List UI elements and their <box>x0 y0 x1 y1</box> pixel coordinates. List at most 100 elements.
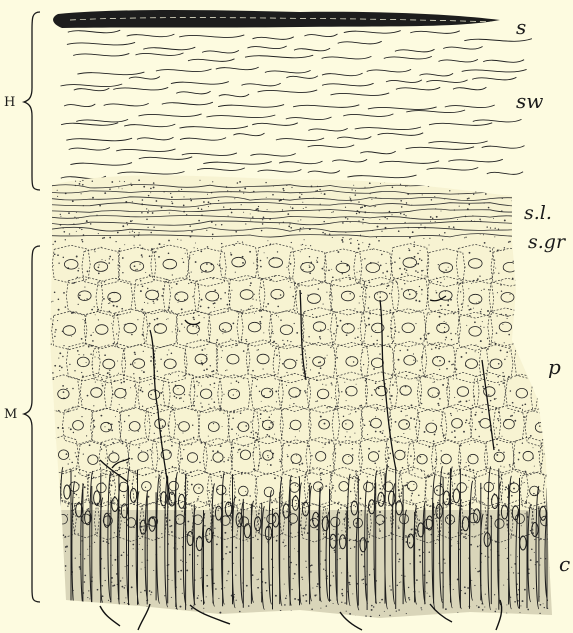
stipple-dot <box>336 357 338 359</box>
stipple-dot <box>193 386 195 388</box>
stipple-dot <box>334 350 335 351</box>
stipple-dot <box>499 476 500 477</box>
stipple-dot <box>138 447 140 449</box>
stipple-dot <box>99 264 100 265</box>
stipple-dot <box>410 417 412 419</box>
stipple-dot <box>263 216 265 218</box>
stipple-dot <box>193 605 194 606</box>
stipple-dot <box>109 311 111 313</box>
stipple-dot <box>140 389 142 391</box>
stipple-dot <box>387 218 388 219</box>
stipple-dot <box>496 398 497 399</box>
stipple-dot <box>258 206 259 207</box>
stipple-dot <box>503 585 504 586</box>
stipple-dot <box>269 278 270 279</box>
stipple-dot <box>371 605 373 607</box>
stipple-dot <box>395 345 396 346</box>
stipple-dot <box>419 286 420 287</box>
stipple-dot <box>362 278 363 279</box>
stipple-dot <box>350 548 351 549</box>
stipple-dot <box>259 391 260 392</box>
stipple-dot <box>534 466 535 467</box>
stipple-dot <box>108 429 110 431</box>
stipple-dot <box>210 384 211 385</box>
stipple-dot <box>204 348 205 349</box>
stipple-dot <box>406 375 408 377</box>
stipple-dot <box>394 261 396 263</box>
stipple-dot <box>246 341 247 342</box>
stipple-dot <box>80 181 81 182</box>
stipple-dot <box>76 456 78 458</box>
stipple-dot <box>410 563 411 564</box>
stipple-dot <box>498 420 499 421</box>
stipple-dot <box>124 421 125 422</box>
stipple-dot <box>324 233 325 234</box>
stipple-dot <box>179 331 180 332</box>
stipple-dot <box>431 486 432 487</box>
stipple-dot <box>401 273 403 275</box>
stipple-dot <box>352 454 353 455</box>
stipple-dot <box>143 186 145 188</box>
stipple-dot <box>147 227 148 228</box>
stipple-dot <box>120 442 121 443</box>
stipple-dot <box>349 613 351 615</box>
stipple-dot <box>440 282 441 283</box>
stipple-dot <box>495 228 496 229</box>
stipple-dot <box>379 488 381 490</box>
stipple-dot <box>122 586 124 588</box>
stipple-dot <box>188 489 189 490</box>
stipple-dot <box>112 316 113 317</box>
stipple-dot <box>266 590 267 591</box>
stipple-dot <box>213 583 214 584</box>
stipple-dot <box>171 196 173 198</box>
stipple-dot <box>329 406 331 408</box>
stipple-dot <box>348 582 350 584</box>
stipple-dot <box>395 369 396 370</box>
stipple-dot <box>101 379 103 381</box>
stipple-dot <box>327 576 328 577</box>
stipple-dot <box>184 394 185 395</box>
stipple-dot <box>494 272 495 273</box>
stipple-dot <box>86 435 87 436</box>
stipple-dot <box>495 268 496 269</box>
stipple-dot <box>206 339 208 341</box>
stipple-dot <box>465 237 466 238</box>
stipple-dot <box>161 207 163 209</box>
stipple-dot <box>528 569 529 570</box>
stipple-dot <box>296 360 297 361</box>
stipple-dot <box>78 497 79 498</box>
stipple-dot <box>350 242 352 244</box>
stipple-dot <box>481 309 482 310</box>
stipple-dot <box>117 361 118 362</box>
stipple-dot <box>346 431 347 432</box>
stipple-dot <box>109 370 110 371</box>
stipple-dot <box>473 524 474 525</box>
stipple-dot <box>432 395 433 396</box>
stipple-dot <box>149 255 151 257</box>
stipple-dot <box>236 439 237 440</box>
stipple-dot <box>242 262 244 264</box>
stipple-dot <box>74 497 75 498</box>
stipple-dot <box>483 234 484 235</box>
stipple-dot <box>198 286 199 287</box>
stipple-dot <box>533 588 534 589</box>
stipple-dot <box>54 292 56 294</box>
stipple-dot <box>201 272 202 273</box>
stipple-dot <box>53 378 55 380</box>
stipple-dot <box>65 306 66 307</box>
stipple-dot <box>273 341 275 343</box>
stipple-dot <box>511 567 512 568</box>
stipple-dot <box>104 281 105 282</box>
stipple-dot <box>290 341 291 342</box>
stipple-dot <box>267 240 268 241</box>
stipple-dot <box>378 484 379 485</box>
stipple-dot <box>233 394 234 395</box>
stipple-dot <box>150 449 151 450</box>
stipple-dot <box>263 368 264 369</box>
stipple-dot <box>376 407 378 409</box>
stipple-dot <box>92 364 93 365</box>
stipple-dot <box>483 289 484 290</box>
stipple-dot <box>256 209 258 211</box>
stipple-dot <box>520 475 521 476</box>
stipple-dot <box>439 312 441 314</box>
